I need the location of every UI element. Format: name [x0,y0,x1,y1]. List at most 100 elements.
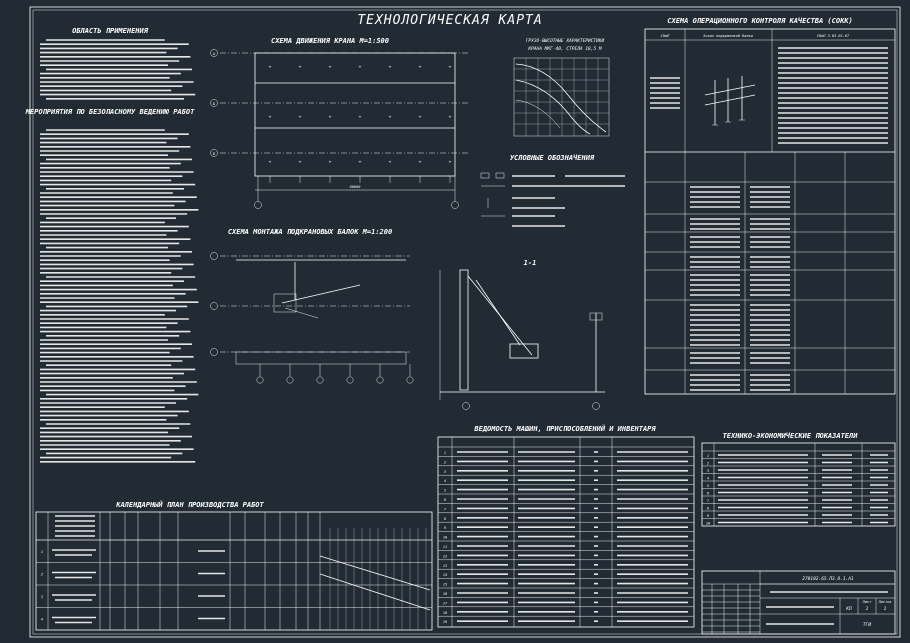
column-mark: + [329,160,332,165]
tep-row-number: 5 [707,484,709,488]
axis-bubble [346,376,354,384]
column-mark: + [299,160,302,165]
machine-row-number: 15 [443,583,447,587]
axis-bubble [256,376,264,384]
axis-bubble [376,376,384,384]
stamp-sheet-label: Лист [862,600,872,604]
mounting-scheme: СХЕМА МОНТАЖА ПОДКРАНОВЫХ БАЛОК М=1:200 [210,228,414,384]
column-mark: + [389,160,392,165]
machine-row-number: 7 [444,507,447,511]
machine-row-number: 13 [443,564,447,568]
scope-text-block [40,39,196,100]
safety-heading: МЕРОПРИЯТИЯ ПО БЕЗОПАСНОМУ ВЕДЕНИЮ РАБОТ [25,108,195,116]
crane-movement-scheme: СХЕМА ДВИЖЕНИЯ КРАНА М=1:500 + + + + + + + + + + +… [210,37,470,209]
section-1-1: 1-1 [439,259,605,410]
stamp-sheet-count: 1 [884,606,887,612]
tep-row-number: 2 [707,462,709,466]
tep-row-number: 4 [707,477,709,481]
schedule-row-number: 2 [41,573,43,577]
quality-col-1: СНиП [661,34,670,38]
scope-heading: ОБЛАСТЬ ПРИМЕНЕНИЯ [72,27,149,35]
machines-table: ВЕДОМОСТЬ МАШИН, ПРИСПОСОБЛЕНИЙ И ИНВЕНТ… [437,424,695,628]
schedule-title: КАЛЕНДАРНЫЙ ПЛАН ПРОИЗВОДСТВА РАБОТ [115,500,264,509]
column-mark: + [419,115,422,120]
column-mark: + [329,65,332,70]
machines-title: ВЕДОМОСТЬ МАШИН, ПРИСПОСОБЛЕНИЙ И ИНВЕНТ… [473,424,656,433]
column-mark: + [449,160,452,165]
legend-title: УСЛОВНЫЕ ОБОЗНАЧЕНИЯ [510,154,595,162]
column-mark: + [329,115,332,120]
column-mark: + [419,160,422,165]
load-chart-title: ГРУЗО-ВЫСОТНЫЕ ХАРАКТЕРИСТИКИ [526,38,605,44]
tep-row-number: 9 [707,514,709,518]
sheet-frame [29,6,901,638]
machine-row-number: 2 [444,460,446,464]
machine-row-number: 10 [443,536,447,540]
quality-control-table: СХЕМА ОПЕРАЦИОННОГО КОНТРОЛЯ КАЧЕСТВА (С… [644,17,896,395]
column-mark: + [449,115,452,120]
stamp-sheets-label: Листов [878,600,892,604]
axis-bubble [286,376,294,384]
tep-row-number: 8 [707,507,709,511]
title-block: 270102.65.ПЗ.О.1.А1 КП 1 1 Лист Листов Т… [701,570,896,635]
tep-row-number: 10 [706,522,710,526]
quality-col-3: СНиП 3.03.01-87 [817,34,850,38]
tep-row-number: 1 [707,454,709,458]
axis-label: Б [213,102,216,106]
load-height-chart: ГРУЗО-ВЫСОТНЫЕ ХАРАКТЕРИСТИКИ КРАНА МКГ-… [513,38,610,137]
schedule-row-number: 1 [41,550,43,554]
column-mark: + [449,65,452,70]
column-mark: + [389,65,392,70]
tep-title: ТЕХНИКО-ЭКОНОМИЧЕСКИЕ ПОКАЗАТЕЛИ [723,432,859,440]
machine-row-number: 1 [444,451,446,455]
column-mark: + [359,115,362,120]
load-chart-title-2: КРАНА МКГ-40, СТРЕЛА 18,5 М [527,46,601,52]
machine-row-number: 9 [444,526,446,530]
machine-row-number: 11 [443,545,447,549]
machine-row-number: 6 [444,498,446,502]
column-mark: + [269,65,272,70]
machine-row-number: 14 [443,573,447,577]
column-mark: + [299,115,302,120]
machine-row-number: 17 [443,601,448,605]
stamp-org: ТГИ [863,622,871,628]
legend: УСЛОВНЫЕ ОБОЗНАЧЕНИЯ [480,154,625,227]
sheet-title: ТЕХНОЛОГИЧЕСКАЯ КАРТА [357,13,542,28]
machine-row-number: 3 [443,470,446,474]
axis-bubble [406,376,414,384]
tep-row-number: 7 [707,499,710,503]
stamp-stage: КП [845,606,852,612]
safety-text-block [40,129,199,463]
machine-row-number: 12 [443,554,447,558]
section-label: 1-1 [524,259,537,267]
column-mark: + [359,65,362,70]
axis-label: В [213,152,216,156]
machine-row-number: 18 [443,611,447,615]
crane-scheme-title: СХЕМА ДВИЖЕНИЯ КРАНА М=1:500 [271,37,389,45]
stamp-sheet-no: 1 [866,606,869,612]
stamp-code: 270102.65.ПЗ.О.1.А1 [802,576,854,582]
inner-frame [32,9,898,635]
left-text-column: ОБЛАСТЬ ПРИМЕНЕНИЯ МЕРОПРИЯТИЯ ПО БЕЗОПА… [25,27,199,463]
machine-row-number: 19 [443,620,447,624]
column-mark: + [269,160,272,165]
machine-row-number: 4 [444,479,446,483]
column-mark: + [269,115,272,120]
mount-scheme-title: СХЕМА МОНТАЖА ПОДКРАНОВЫХ БАЛОК М=1:200 [228,228,392,236]
building-outline [254,52,456,177]
axis-label: А [212,52,215,56]
tep-table: ТЕХНИКО-ЭКОНОМИЧЕСКИЕ ПОКАЗАТЕЛИ 1 2 3 4 5 6 7… [701,432,896,527]
tep-row-number: 6 [707,492,709,496]
machine-row-number: 5 [444,489,446,493]
tep-row-number: 3 [706,469,709,473]
column-mark: + [419,65,422,70]
machine-row-number: 16 [443,592,447,596]
quality-col-2: Эскиз подкрановой балки [703,33,754,38]
column-mark: + [299,65,302,70]
crane-scheme-dimension: 60000 [350,185,361,189]
machine-row-number: 8 [444,517,446,521]
column-mark: + [359,160,362,165]
axis-bubble [316,376,324,384]
